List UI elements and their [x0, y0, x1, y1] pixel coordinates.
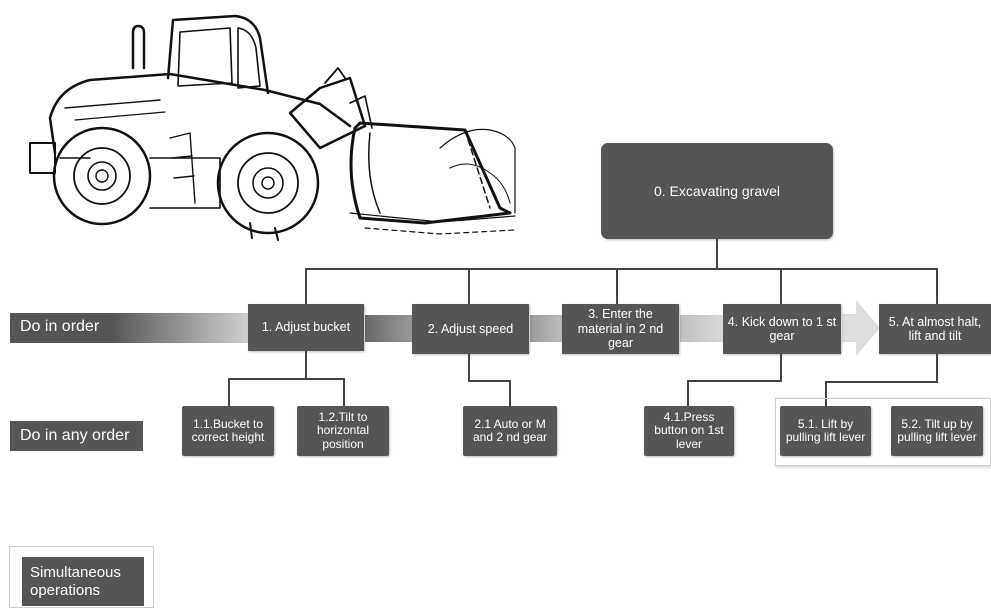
connector [305, 268, 307, 304]
root-label: 0. Excavating gravel [653, 182, 781, 199]
wheel-loader-icon [29, 14, 516, 241]
root-node: 0. Excavating gravel [601, 143, 833, 239]
connector [468, 354, 470, 381]
connector [509, 380, 511, 406]
step-2: 2. Adjust speed [412, 304, 529, 354]
order-gradient-bar [10, 313, 248, 343]
connector [780, 354, 782, 381]
order-connector [365, 315, 412, 342]
substep-5-1: 5.1. Lift by pulling lift lever [780, 406, 871, 456]
substep-4-1: 4.1.Press button on 1st lever [644, 406, 734, 456]
connector [228, 378, 230, 406]
connector [468, 268, 470, 304]
connector [687, 380, 689, 406]
connector [343, 378, 345, 406]
step-3: 3. Enter the material in 2 nd gear [562, 304, 679, 354]
connector [716, 239, 718, 270]
substep-2-1: 2.1 Auto or M and 2 nd gear [463, 406, 557, 456]
step-1: 1. Adjust bucket [248, 304, 364, 351]
connector [305, 351, 307, 379]
connector [305, 268, 938, 270]
order-arrow-icon [842, 300, 880, 356]
connector [687, 380, 782, 382]
simultaneous-operations-label: Simultaneous operations [22, 557, 144, 606]
do-in-any-order-label: Do in any order [10, 421, 143, 451]
connector [936, 268, 938, 304]
order-connector [530, 315, 562, 342]
connector [936, 354, 938, 382]
connector [228, 378, 345, 380]
step-4: 4. Kick down to 1 st gear [723, 304, 841, 354]
substep-1-1: 1.1.Bucket to correct height [182, 406, 274, 456]
connector [825, 381, 827, 406]
connector [616, 268, 618, 304]
connector [468, 380, 511, 382]
order-connector [680, 315, 723, 342]
substep-5-2: 5.2. Tilt up by pulling lift lever [891, 406, 983, 456]
connector [825, 381, 938, 383]
do-in-order-label: Do in order [20, 318, 100, 335]
substep-1-2: 1.2.Tilt to horizontal position [297, 406, 389, 456]
connector [780, 268, 782, 304]
step-5: 5. At almost halt, lift and tilt [879, 304, 991, 354]
